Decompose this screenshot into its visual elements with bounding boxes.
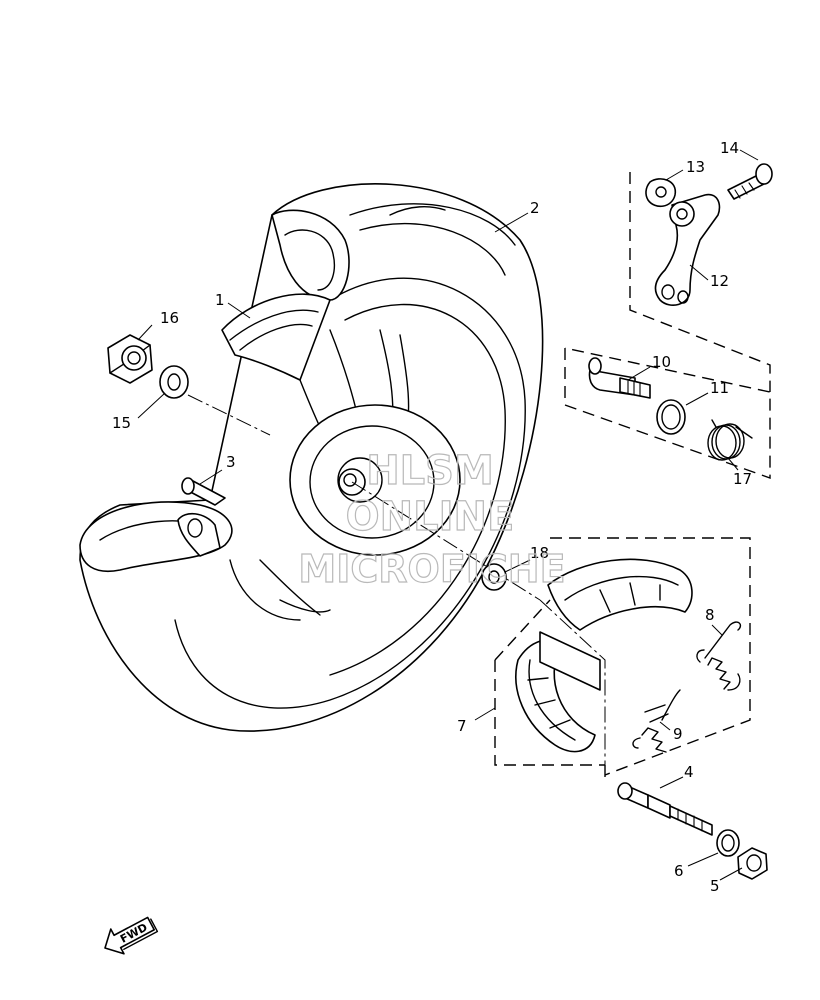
rim bbox=[221, 293, 331, 381]
callout-7: 7 bbox=[457, 717, 467, 735]
callout-10: 10 bbox=[652, 353, 671, 371]
callout-3: 3 bbox=[226, 453, 236, 471]
callout-14: 14 bbox=[720, 139, 739, 157]
callout-15: 15 bbox=[112, 414, 131, 432]
part-13-clip bbox=[645, 178, 676, 208]
watermark: HLSM ONLINE MICROFICHE bbox=[298, 447, 566, 591]
callout-18: 18 bbox=[530, 544, 549, 562]
watermark-line-2: ONLINE bbox=[346, 494, 515, 540]
callout-12: 12 bbox=[710, 272, 729, 290]
callout-8: 8 bbox=[705, 606, 715, 624]
part-12-cam-lever bbox=[654, 193, 721, 306]
fwd-arrow-icon: FWD bbox=[104, 916, 159, 955]
hub-drum bbox=[289, 404, 461, 556]
part-8-spring bbox=[696, 621, 742, 691]
part-15-washer bbox=[159, 365, 189, 399]
callout-5: 5 bbox=[710, 877, 720, 895]
part-10-camshaft bbox=[588, 357, 651, 399]
part-18-washer bbox=[481, 563, 507, 591]
watermark-line-1: HLSM bbox=[366, 448, 494, 494]
part-5-nut bbox=[737, 847, 768, 880]
part-4-anchor-pin bbox=[617, 782, 713, 836]
part-9-spring bbox=[632, 689, 681, 753]
callout-1: 1 bbox=[215, 291, 225, 309]
callout-13: 13 bbox=[686, 158, 705, 176]
leader-lines bbox=[137, 149, 759, 881]
part-16-nut bbox=[107, 334, 153, 384]
callout-labels: 1 2 3 4 5 6 7 8 9 10 11 12 13 14 15 16 1… bbox=[112, 139, 752, 895]
callout-16: 16 bbox=[160, 309, 179, 327]
part-7-brake-shoes bbox=[515, 558, 693, 753]
callout-2: 2 bbox=[530, 199, 540, 217]
part-6-oring bbox=[716, 829, 740, 857]
callout-9: 9 bbox=[673, 725, 683, 743]
watermark-line-3: MICROFICHE bbox=[298, 547, 565, 591]
callout-6: 6 bbox=[674, 862, 684, 880]
part-3-bolt-bracket bbox=[177, 477, 226, 557]
callout-11: 11 bbox=[710, 379, 729, 397]
part-11-oring bbox=[656, 399, 686, 435]
callout-17: 17 bbox=[733, 470, 752, 488]
callout-4: 4 bbox=[684, 763, 694, 781]
wheel-assembly bbox=[79, 183, 544, 732]
part-14-bolt bbox=[727, 163, 773, 200]
part-17-torsion-spring bbox=[707, 419, 753, 461]
